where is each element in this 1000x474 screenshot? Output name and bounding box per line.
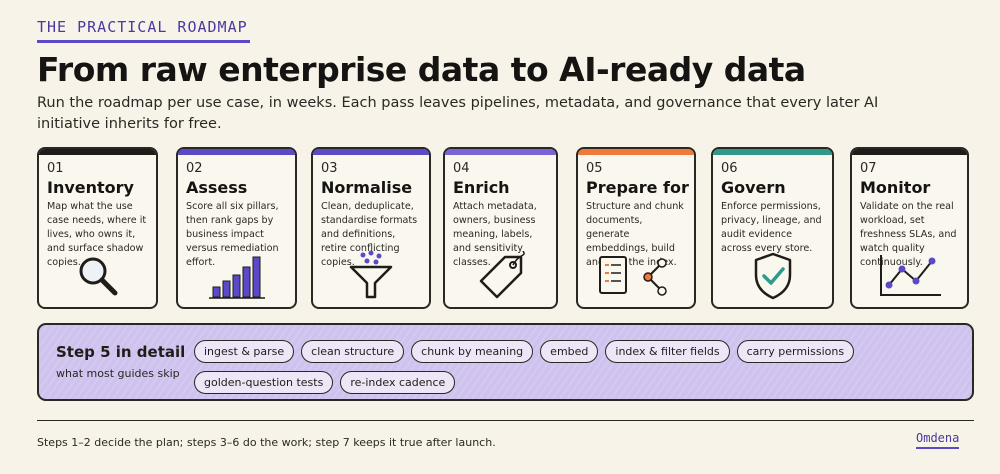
magnifier-icon (39, 251, 156, 301)
card-accent-bar (178, 149, 295, 155)
step-description: Structure and chunk documents, generate … (586, 201, 684, 268)
step-description: Attach metadata, owners, business meanin… (453, 201, 537, 268)
detail-chip: chunk by meaning (411, 340, 534, 363)
step-description: Map what the use case needs, where it li… (47, 201, 147, 268)
step-description: Clean, deduplicate, standardise formats … (321, 201, 418, 268)
step-name: Assess (186, 178, 248, 197)
step-description: Score all six pillars, then rank gaps by… (186, 201, 279, 268)
card-accent-bar (313, 149, 429, 155)
detail-subtitle: what most guides skip (56, 367, 180, 380)
detail-chip-list: ingest & parse clean structure chunk by me… (194, 340, 954, 394)
shield-check-icon (713, 251, 832, 301)
bar-chart-icon (178, 251, 295, 301)
step-name: Monitor (860, 178, 931, 197)
card-accent-bar (713, 149, 832, 155)
funnel-icon (313, 250, 429, 301)
detail-title: Step 5 in detail (56, 343, 186, 361)
detail-chip: index & filter fields (605, 340, 730, 363)
detail-chip: golden-question tests (194, 371, 334, 394)
step-description: Validate on the real workload, set fresh… (860, 201, 957, 268)
step-name: Inventory (47, 178, 134, 197)
step-number: 05 (586, 161, 603, 176)
brand-logo: Omdena (916, 431, 960, 449)
page-subtitle: Run the roadmap per use case, in weeks. … (37, 95, 879, 132)
step-number: 01 (47, 161, 64, 176)
step-5-detail-panel: Step 5 in detail what most guides skip i… (37, 323, 974, 401)
step-description: Enforce permissions, privacy, lineage, a… (721, 201, 822, 254)
document-graph-icon (578, 251, 694, 301)
step-number: 07 (860, 161, 877, 176)
line-chart-icon (852, 251, 967, 301)
detail-chip: carry permissions (736, 340, 855, 363)
step-name: Enrich (453, 178, 510, 197)
eyebrow-label: THE PRACTICAL ROADMAP (37, 18, 250, 43)
step-number: 04 (453, 161, 470, 176)
tag-icon (445, 251, 556, 301)
step-name: Govern (721, 178, 786, 197)
step-name: Prepare for RAG (586, 178, 694, 197)
step-name: Normalise (321, 178, 413, 197)
detail-chip: embed (540, 340, 599, 363)
detail-chip: re-index cadence (340, 371, 456, 394)
footer-divider (37, 420, 974, 421)
step-number: 03 (321, 161, 338, 176)
card-accent-bar (445, 149, 556, 155)
page-title: From raw enterprise data to AI-ready dat… (37, 50, 806, 89)
step-number: 06 (721, 161, 738, 176)
detail-chip: ingest & parse (194, 340, 295, 363)
card-accent-bar (39, 149, 156, 155)
detail-chip: clean structure (301, 340, 405, 363)
step-number: 02 (186, 161, 203, 176)
footer-note: Steps 1–2 decide the plan; steps 3–6 do … (37, 436, 496, 449)
card-accent-bar (852, 149, 967, 155)
card-accent-bar (578, 149, 694, 155)
